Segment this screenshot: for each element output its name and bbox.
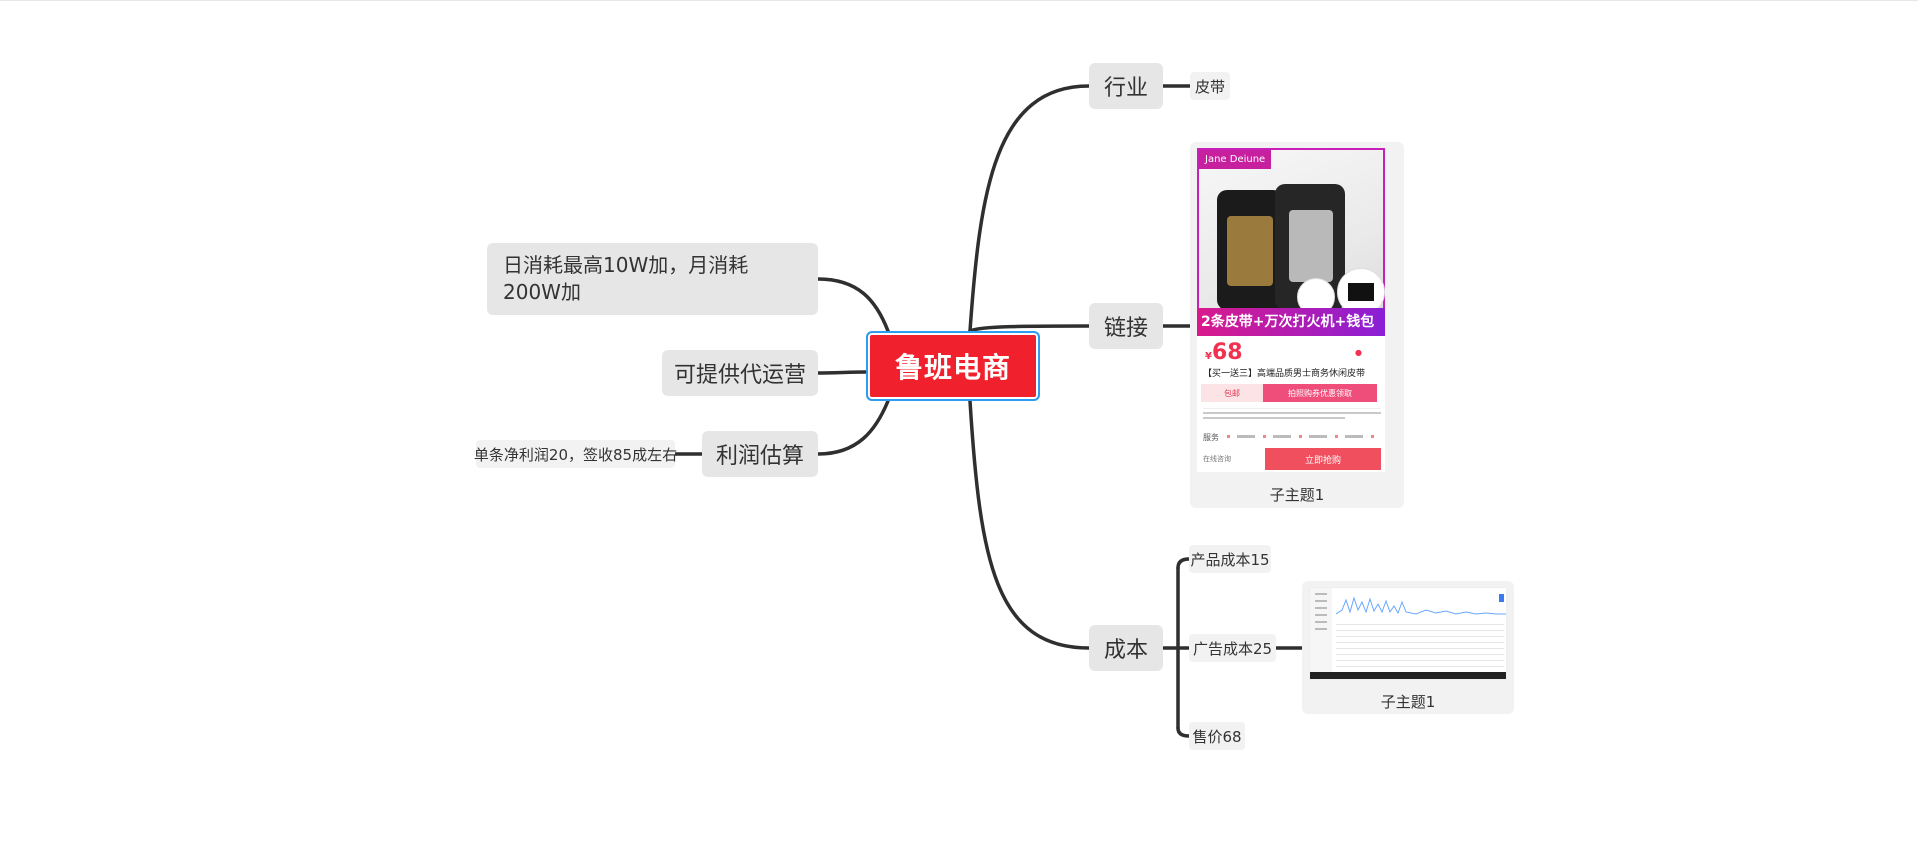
price-symbol: ¥: [1205, 351, 1212, 362]
topic-cost-label: 成本: [1103, 638, 1148, 663]
topic-daily-spend[interactable]: 日消耗最高10W加，月消耗200W加: [487, 243, 818, 315]
consult-label: 在线咨询: [1203, 455, 1231, 463]
fire-icon: ●: [1355, 348, 1362, 357]
subtopic-sale-price-label: 售价68: [1192, 727, 1242, 746]
buckle-shape: [1289, 210, 1333, 282]
subtopic-belt[interactable]: 皮带: [1190, 72, 1230, 100]
subtopic-net-profit-label: 单条净利润20，签收85成左右: [473, 445, 678, 464]
report-taskbar: [1310, 672, 1506, 679]
product-screenshot: Jane Deiune 2条皮带+万次打火机+钱包 ¥68 ● 【买一送三】高端…: [1197, 148, 1385, 472]
subtopic-product-cost[interactable]: 产品成本15: [1189, 545, 1271, 573]
product-description: [1203, 408, 1381, 423]
report-scroll-marker: [1499, 594, 1504, 602]
product-card-caption: 子主题1: [1269, 486, 1325, 504]
topic-profit-estimate-label: 利润估算: [715, 444, 804, 469]
product-title: 【买一送三】高端品质男士商务休闲皮带: [1203, 369, 1366, 379]
report-line-chart: [1336, 596, 1506, 615]
topic-link-label: 链接: [1103, 316, 1148, 341]
price-value: 68: [1211, 340, 1243, 365]
root-topic[interactable]: 鲁班电商: [866, 331, 1040, 401]
report-table: [1336, 624, 1504, 672]
topic-operation-service[interactable]: 可提供代运营: [662, 350, 818, 396]
service-items: [1227, 435, 1377, 438]
subtopic-product-cost-label: 产品成本15: [1190, 550, 1270, 569]
subtopic-ad-cost[interactable]: 广告成本25: [1189, 634, 1276, 662]
report-screenshot: [1309, 587, 1507, 680]
cart-coupon-button: 拍照购券优惠领取: [1263, 384, 1377, 402]
subtopic-net-profit[interactable]: 单条净利润20，签收85成左右: [473, 440, 678, 468]
service-label: 服务: [1203, 433, 1219, 442]
topic-link[interactable]: 链接: [1089, 303, 1163, 349]
product-photo: Jane Deiune: [1197, 148, 1385, 336]
buy-now-button: 立即抢购: [1265, 448, 1381, 470]
topic-operation-service-label: 可提供代运营: [673, 363, 806, 388]
report-sidebar: [1310, 588, 1332, 679]
brand-label: Jane Deiune: [1199, 150, 1272, 169]
report-card-caption: 子主题1: [1380, 693, 1436, 711]
subtopic-ad-cost-label: 广告成本25: [1192, 639, 1273, 658]
topic-profit-estimate[interactable]: 利润估算: [702, 431, 818, 477]
topic-daily-spend-label: 日消耗最高10W加，月消耗200W加: [503, 253, 749, 304]
topic-cost[interactable]: 成本: [1089, 625, 1163, 671]
subtopic-sale-price[interactable]: 售价68: [1189, 722, 1245, 750]
top-border: [0, 0, 1918, 1]
buckle-shape: [1227, 216, 1273, 286]
promo-banner: 2条皮带+万次打火机+钱包: [1197, 308, 1385, 336]
free-shipping-tag: 包邮: [1201, 384, 1263, 402]
product-price: ¥68: [1205, 340, 1243, 365]
subtopic-belt-label: 皮带: [1194, 77, 1225, 96]
topic-industry[interactable]: 行业: [1089, 63, 1163, 109]
topic-industry-label: 行业: [1103, 76, 1148, 101]
root-topic-label: 鲁班电商: [894, 351, 1011, 384]
